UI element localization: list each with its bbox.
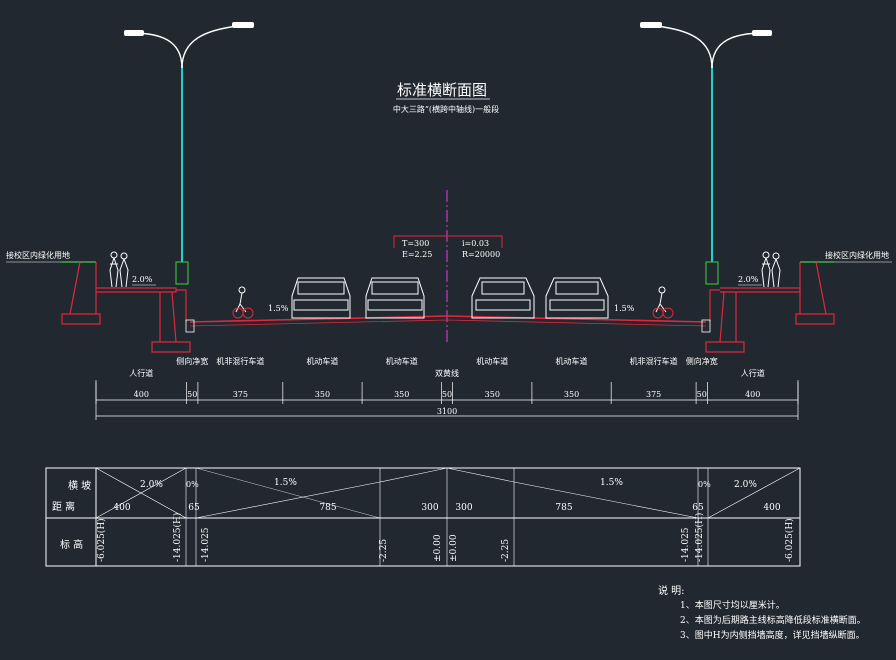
table-slope-5: 0% — [698, 480, 711, 489]
table-distance-5: 785 — [555, 503, 572, 513]
table-elevation-1: -14.025(H) — [172, 513, 183, 562]
notes-heading: 说 明: — [658, 584, 685, 597]
lane-name-3: 机动车道 — [306, 356, 338, 366]
table-elevation-0: -6.025(H) — [96, 518, 107, 562]
table-row-label-distance: 距 离 — [52, 500, 75, 513]
table-elevation-4: ±0.00 — [433, 534, 443, 562]
table-distance-3: 300 — [421, 503, 438, 513]
lane-name-1: 侧向净宽 — [176, 356, 208, 366]
side-label-left: 接校区内绿化用地 — [6, 250, 70, 260]
table-elevation-2: -14.025 — [201, 527, 211, 562]
table-elevation-6: -2.25 — [501, 539, 511, 562]
car-1-icon — [291, 277, 351, 319]
table-slope-3: 1.5% — [274, 478, 297, 488]
note-3: 3、图中H为内侧挡墙高度，详见挡墙纵断面。 — [680, 629, 865, 641]
note-2: 2、本图为后期路主线标高降低段标准横断面。 — [680, 614, 866, 626]
slope-label-right-sidewalk: 2.0% — [738, 275, 759, 284]
note-1: 1、本图尺寸均以厘米计。 — [680, 599, 785, 611]
table-distance-2: 785 — [319, 503, 336, 513]
table-row-label-elevation: 标 高 — [60, 538, 83, 551]
lane-width-10: 400 — [745, 390, 760, 399]
table-slope-6: 2.0% — [734, 480, 757, 490]
table-distance-7: 400 — [763, 503, 780, 513]
drawing-title: 标准横断面图 — [397, 81, 487, 99]
slope-label-right-road: 1.5% — [614, 304, 635, 313]
lane-name-9: 侧向净宽 — [686, 356, 718, 366]
table-slope-1: 2.0% — [140, 480, 163, 490]
drawing-subtitle: 中大三路”(横跨中轴线)一般段 — [393, 104, 499, 114]
lane-name-7: 机动车道 — [556, 356, 588, 366]
street-lamp-left-icon — [124, 22, 254, 285]
lane-name-8: 机非混行车道 — [630, 356, 678, 366]
table-elevation-5: ±0.00 — [449, 534, 459, 562]
table-slope-4: 1.5% — [600, 478, 623, 488]
elevation-table — [45, 467, 801, 567]
street-lamp-right-icon — [640, 22, 772, 285]
table-elevations: -6.025(H)-14.025(H)-14.025-2.25±0.00±0.0… — [96, 513, 795, 562]
total-width: 3100 — [437, 407, 457, 416]
lane-name-0: 人行道 — [129, 368, 153, 378]
lane-width-3: 350 — [315, 390, 330, 399]
car-3-icon — [471, 277, 535, 319]
table-elevation-3: -2.25 — [379, 539, 389, 562]
lane-names: 人行道 400 侧向净宽 50 机非混行车道 375 机动车道 350 机动车道 350 双黄线 50… — [129, 356, 764, 399]
table-row-label-slope: 横 坡 — [68, 479, 91, 492]
lane-width-6: 350 — [485, 390, 500, 399]
table-distance-4: 300 — [455, 503, 472, 513]
svg-text:i=0.03: i=0.03 — [462, 239, 489, 248]
table-slope-2: 0% — [186, 480, 199, 489]
lane-width-1: 50 — [187, 390, 197, 399]
slope-label-left-road: 1.5% — [268, 304, 289, 313]
lane-name-6: 机动车道 — [476, 356, 508, 366]
lane-width-9: 50 — [697, 390, 707, 399]
lane-width-4: 350 — [394, 390, 409, 399]
lane-width-5: 50 — [442, 390, 452, 399]
lane-name-10: 人行道 — [741, 368, 765, 378]
table-distance-6: 65 — [692, 503, 704, 513]
pedestrians-right-icon — [761, 251, 781, 288]
left-retaining-structure — [61, 261, 191, 353]
table-distance-0: 400 — [113, 503, 130, 513]
car-4-icon — [545, 277, 609, 319]
lane-name-4: 机动车道 — [386, 356, 418, 366]
right-retaining-structure — [705, 261, 835, 353]
side-label-right: 接校区内绿化用地 — [825, 250, 889, 260]
table-elevation-9: -6.025(H) — [784, 518, 795, 562]
cyclist-right-icon — [652, 286, 674, 319]
lane-name-5: 双黄线 — [435, 368, 459, 378]
svg-text:R=20000: R=20000 — [462, 250, 500, 259]
table-elevation-8: -14.025(H) — [694, 513, 705, 562]
lane-width-7: 350 — [564, 390, 579, 399]
svg-text:E=2.25: E=2.25 — [402, 250, 432, 259]
curve-parameter-box: T=300 E=2.25 i=0.03 R=20000 — [393, 235, 503, 259]
lane-width-8: 375 — [646, 390, 661, 399]
cyclist-left-icon — [232, 286, 254, 319]
pedestrians-left-icon — [109, 251, 129, 288]
table-distances: 400 65 785 300 300 785 65 400 — [113, 503, 780, 513]
table-distance-1: 65 — [188, 503, 200, 513]
lane-width-2: 375 — [233, 390, 248, 399]
road-surface — [189, 315, 707, 323]
lane-width-0: 400 — [134, 390, 149, 399]
car-2-icon — [365, 277, 425, 319]
svg-text:T=300: T=300 — [402, 239, 429, 248]
table-elevation-7: -14.025 — [681, 527, 691, 562]
slope-label-left-sidewalk: 2.0% — [132, 275, 153, 284]
lane-name-2: 机非混行车道 — [216, 356, 264, 366]
